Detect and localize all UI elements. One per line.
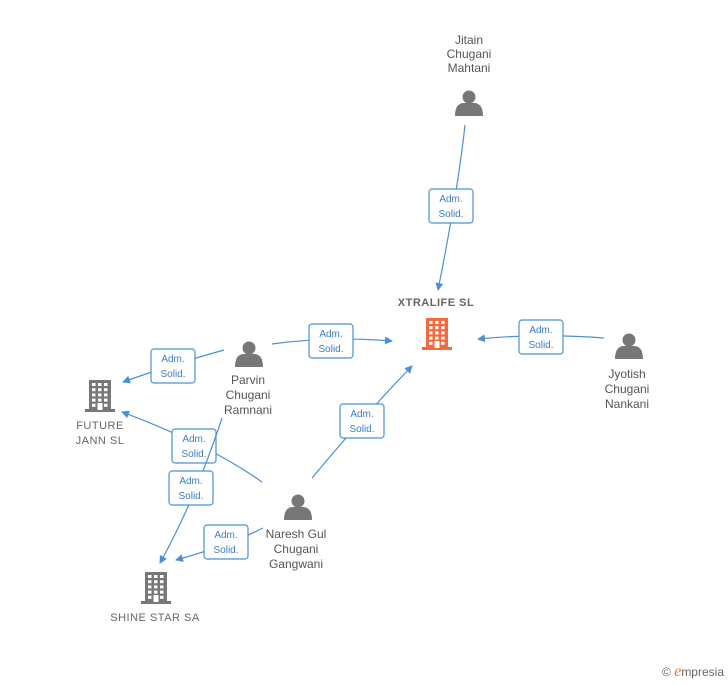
edge-label-box[interactable] (171, 428, 217, 464)
footer-brand: © empresia (662, 663, 724, 681)
person-name-line: Ramnani (224, 403, 272, 417)
person-name-line: Jitain (455, 33, 483, 47)
person-name-line: Naresh Gul (266, 527, 327, 541)
edge-parvin-xtralife: Adm. Solid. (271, 323, 393, 359)
edge-label-text: Adm. (350, 409, 373, 420)
person-name-line: Jyotish (608, 367, 645, 381)
edge-label-text: Solid. (160, 369, 185, 380)
edge-label-text: Adm. (182, 434, 205, 445)
nodes-layer: JitainChuganiMahtaniParvinChuganiRamnani… (76, 33, 650, 624)
edge-label-text: Adm. (319, 329, 342, 340)
edge-label-text: Adm. (161, 354, 184, 365)
edge-jitain-xtralife: Adm. Solid. (428, 124, 474, 291)
edge-label-text: Solid. (349, 424, 374, 435)
edge-label-text: Solid. (528, 340, 553, 351)
edge-label-text: Solid. (318, 344, 343, 355)
edge-label-text: Solid. (438, 209, 463, 220)
person-icon (284, 494, 312, 520)
edge-label-box[interactable] (203, 524, 249, 560)
edge-jyotish-xtralife: Adm. Solid. (477, 319, 605, 355)
building-icon (141, 572, 171, 604)
edges-layer: Adm. Solid. Adm. Solid. Adm. Solid. Adm. Solid.… (121, 124, 605, 564)
person-name-line: Nankani (605, 397, 649, 411)
building-icon (422, 318, 452, 350)
edge-naresh-future: Adm. Solid. (121, 410, 263, 483)
edge-label-text: Solid. (213, 545, 238, 556)
brand-name: mpresia (681, 665, 724, 679)
building-icon (85, 380, 115, 412)
person-icon (455, 90, 483, 116)
company-shine[interactable]: SHINE STAR SA (110, 572, 200, 624)
edge-label-text: Solid. (178, 491, 203, 502)
company-future[interactable]: FUTURE JANN SL (76, 380, 125, 447)
company-name-line: XTRALIFE SL (398, 297, 474, 309)
person-name-line: Mahtani (448, 61, 491, 75)
person-icon (615, 333, 643, 359)
person-name-line: Chugani (274, 542, 319, 556)
brand-initial: e (674, 663, 682, 680)
company-name-line: FUTURE (76, 420, 124, 432)
person-name-line: Parvin (231, 373, 265, 387)
copyright-symbol: © (662, 665, 671, 679)
edge-parvin-shine: Adm. Solid. (159, 417, 223, 564)
edge-label-box[interactable] (428, 188, 474, 224)
edge-parvin-future: Adm. Solid. (122, 348, 225, 384)
edge-label-text: Solid. (181, 449, 206, 460)
person-name-line: Chugani (605, 382, 650, 396)
company-xtralife[interactable]: XTRALIFE SL (398, 297, 474, 350)
edge-label-box[interactable] (150, 348, 196, 384)
company-name-line: SHINE STAR SA (110, 612, 200, 624)
person-icon (235, 341, 263, 367)
edge-label-box[interactable] (168, 470, 214, 506)
company-name-line: JANN SL (76, 435, 125, 447)
person-name-line: Gangwani (269, 557, 323, 571)
edge-label-text: Adm. (439, 194, 462, 205)
edge-label-box[interactable] (518, 319, 564, 355)
person-name-line: Chugani (226, 388, 271, 402)
edge-label-text: Adm. (179, 476, 202, 487)
edge-naresh-xtralife: Adm. Solid. (311, 365, 413, 479)
edge-naresh-shine: Adm. Solid. (175, 524, 264, 562)
person-name-line: Chugani (447, 47, 492, 61)
edge-label-box[interactable] (308, 323, 354, 359)
edge-label-text: Adm. (214, 530, 237, 541)
edge-label-box[interactable] (339, 403, 385, 439)
edge-label-text: Adm. (529, 325, 552, 336)
